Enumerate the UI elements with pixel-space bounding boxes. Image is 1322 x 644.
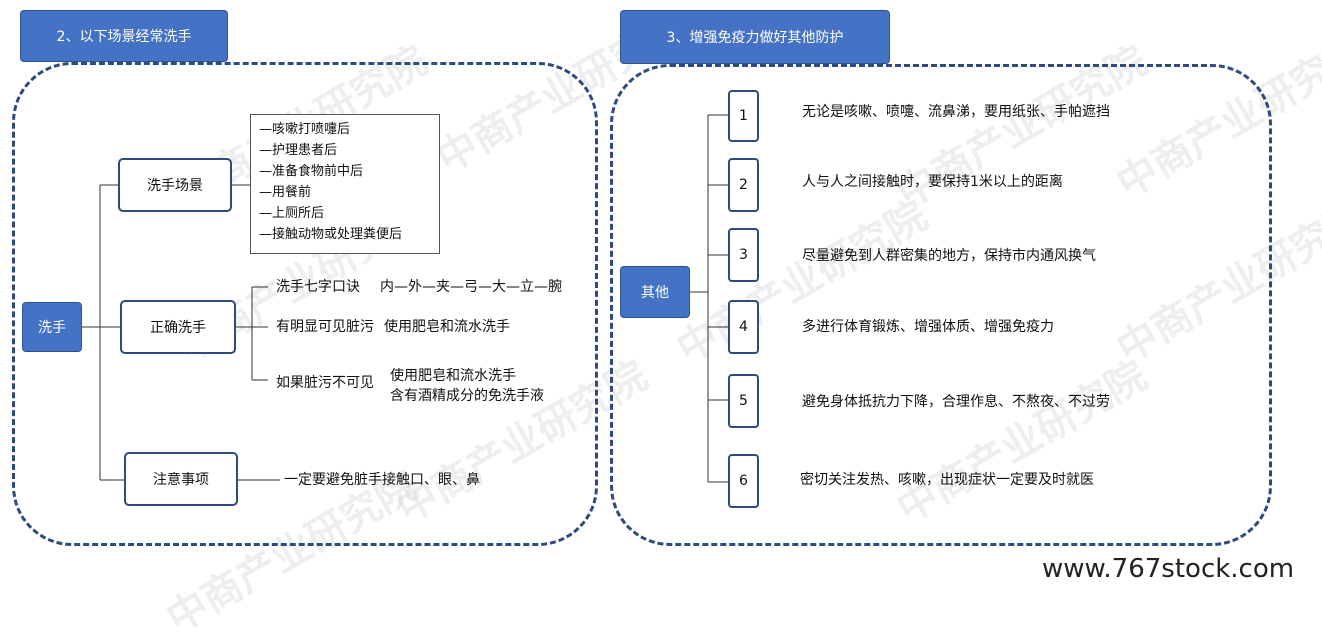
item-text-5: 避免身体抵抗力下降，合理作息、不熬夜、不过劳 — [802, 394, 1110, 410]
correct-label-1: 洗手七字口诀 — [276, 279, 360, 295]
correct-detail-3: 使用肥皂和流水洗手 — [390, 368, 516, 384]
branch-notice: 注意事项 — [124, 452, 238, 506]
branch-wash-scenes: 洗手场景 — [118, 158, 232, 212]
left-header: 2、以下场景经常洗手 — [20, 10, 228, 62]
left-panel — [12, 62, 598, 546]
item-text-1: 无论是咳嗽、喷嚏、流鼻涕，要用纸张、手帕遮挡 — [802, 104, 1110, 120]
correct-detail-2: 使用肥皂和流水洗手 — [384, 319, 510, 335]
item-text-2: 人与人之间接触时，要保持1米以上的距离 — [802, 174, 1063, 190]
item-number-3: 3 — [728, 228, 759, 282]
item-number-6: 6 — [728, 454, 759, 508]
left-root-node: 洗手 — [22, 302, 82, 352]
branch-correct-wash: 正确洗手 — [120, 300, 236, 354]
footer-url: www.767stock.com — [1042, 554, 1295, 584]
item-text-6: 密切关注发热、咳嗽，出现症状一定要及时就医 — [800, 472, 1094, 488]
correct-detail-1: 内—外—夹—弓—大—立—腕 — [380, 279, 562, 295]
item-text-4: 多进行体育锻炼、增强体质、增强免疫力 — [802, 319, 1054, 335]
scene-item: —上厕所后 — [259, 206, 325, 221]
correct-label-2: 有明显可见脏污 — [276, 319, 374, 335]
item-number-1: 1 — [728, 90, 759, 142]
scene-list: —咳嗽打喷嚏后 —护理患者后 —准备食物前中后 —用餐前 —上厕所后 —接触动物… — [250, 114, 440, 254]
item-number-5: 5 — [728, 374, 759, 428]
correct-detail-3b: 含有酒精成分的免洗手液 — [390, 388, 544, 404]
connector-lines — [82, 114, 728, 483]
scene-item: —准备食物前中后 — [259, 164, 364, 179]
item-text-3: 尽量避免到人群密集的地方，保持市内通风换气 — [802, 248, 1096, 264]
scene-item: —咳嗽打喷嚏后 — [259, 122, 351, 137]
right-header: 3、增强免疫力做好其他防护 — [620, 10, 890, 64]
scene-item: —护理患者后 — [259, 143, 338, 158]
right-root-node: 其他 — [620, 266, 690, 318]
scene-item: —接触动物或处理粪便后 — [259, 227, 403, 242]
notice-text: 一定要避免脏手接触口、眼、鼻 — [284, 472, 480, 488]
item-number-4: 4 — [728, 300, 759, 354]
right-panel — [610, 64, 1272, 546]
item-number-2: 2 — [728, 158, 759, 212]
scene-item: —用餐前 — [259, 185, 312, 200]
correct-label-3: 如果脏污不可见 — [276, 375, 374, 391]
